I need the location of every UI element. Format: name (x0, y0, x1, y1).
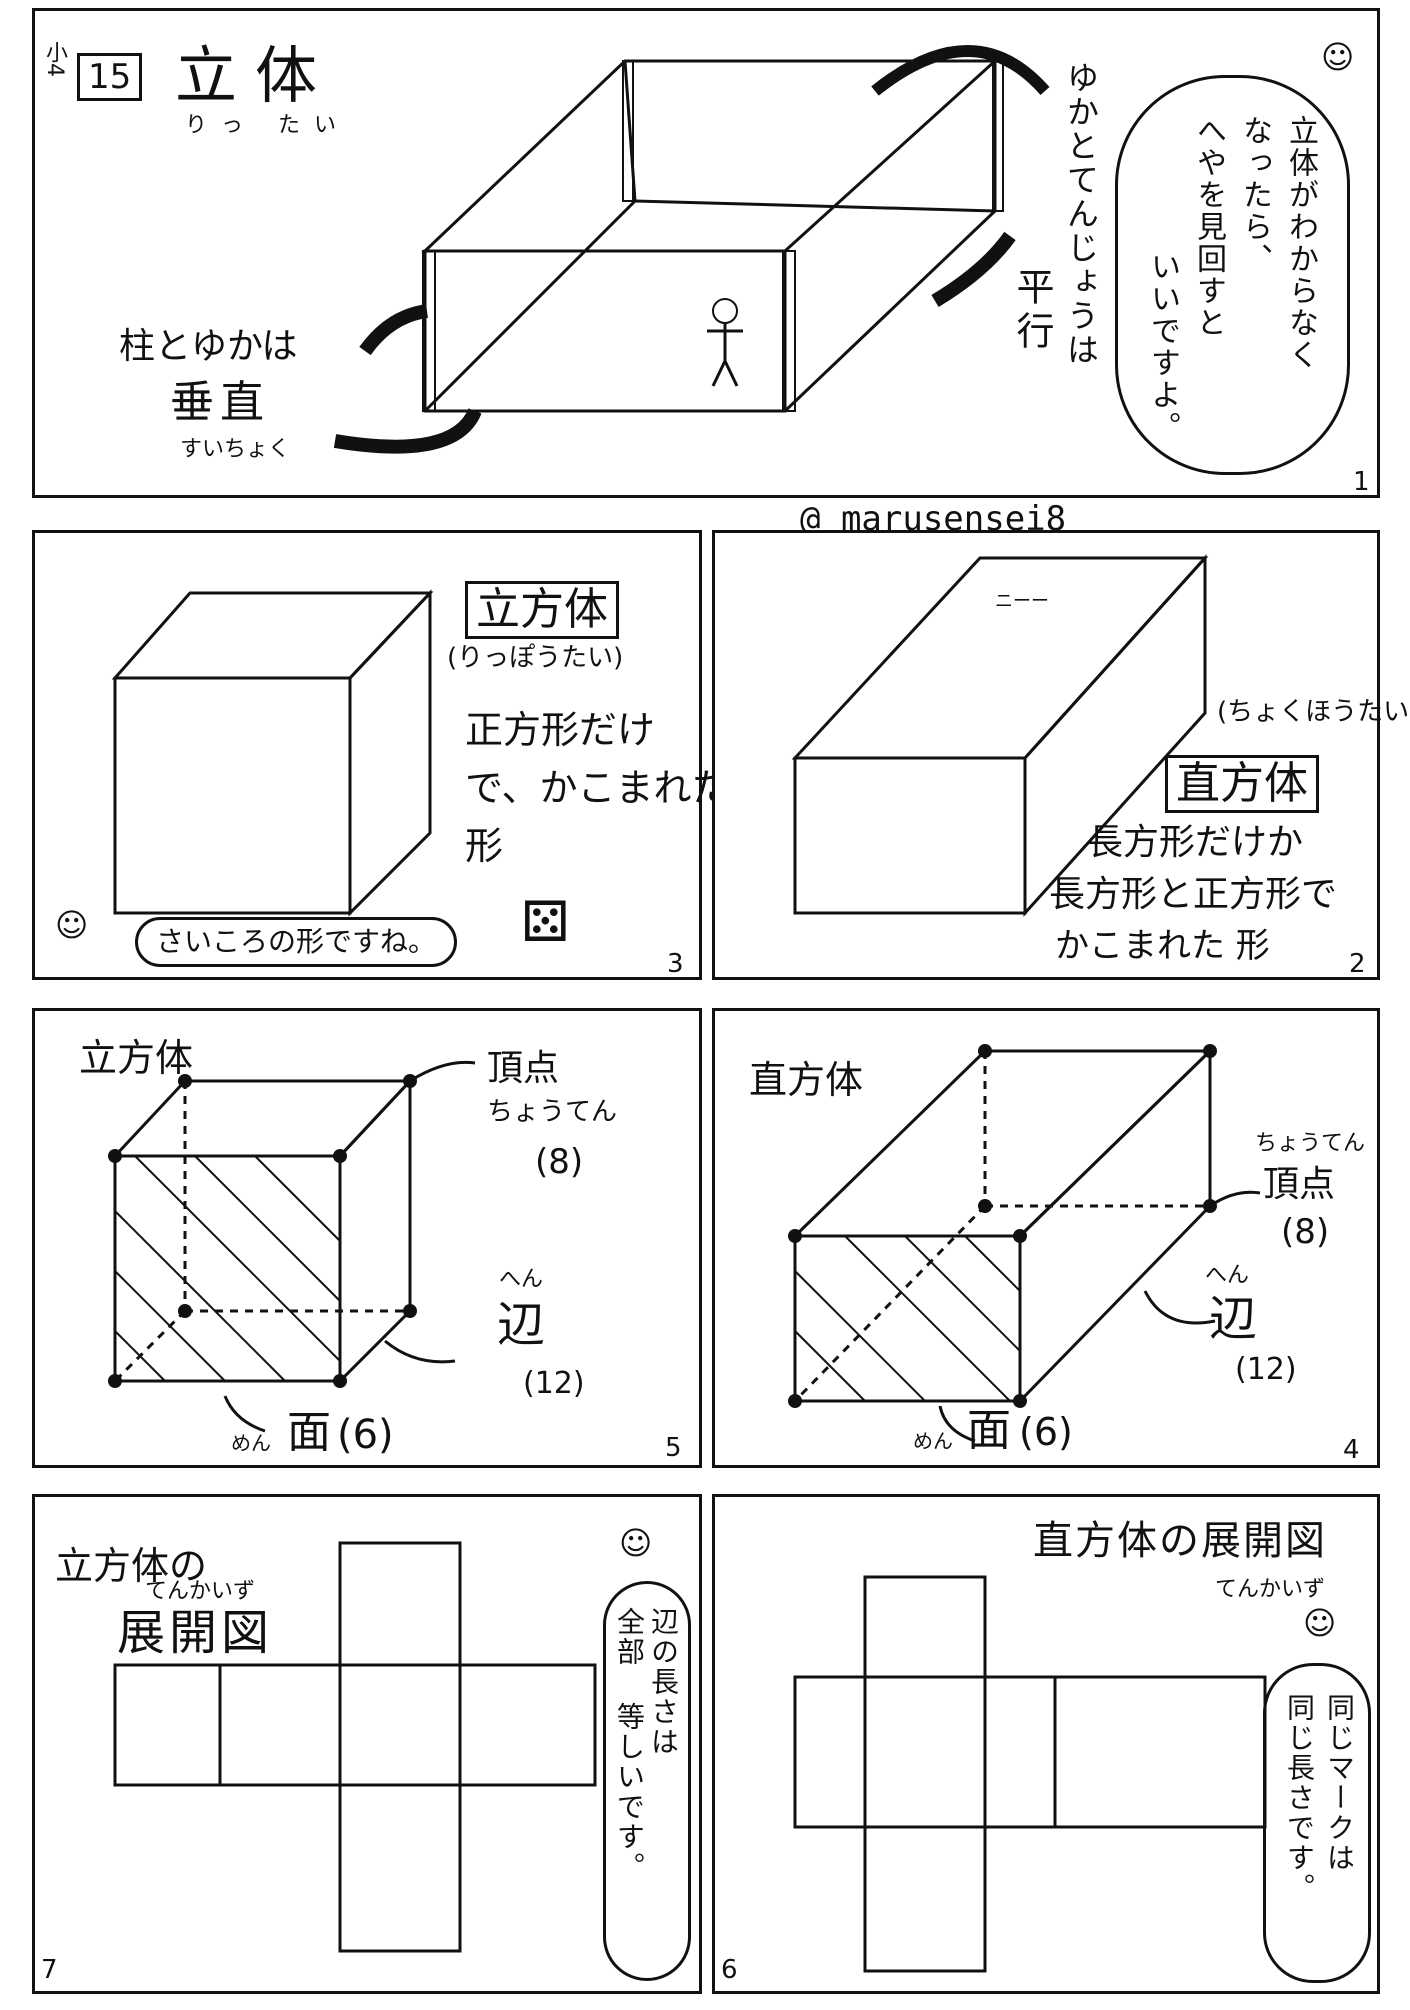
cuboid-reading: (ちょくほうたい) (1217, 697, 1410, 727)
speech-line-2: 全部 等しいです。 (613, 1607, 646, 1882)
vertex-count: (8) (1281, 1212, 1330, 1252)
speech-line-2: 同じ長さです。 (1283, 1693, 1316, 1903)
panel-1: 小4 15 立体 りっ たい 柱とゆかは 垂直 すいちょく ゆかとてんじょうは … (32, 8, 1380, 498)
grade-label: 小4 (42, 41, 67, 77)
cuboid-parts-drawing (788, 1044, 1261, 1443)
edge-label: 辺 (497, 1297, 546, 1353)
face-count: (6) (1019, 1410, 1073, 1454)
panel-7: 立方体の てんかいず 展開図 辺の長さは 全部 等しいです。 ☺ 7 (32, 1494, 702, 1994)
smiley-icon: ☺ (619, 1524, 653, 1562)
smiley-icon: ☺ (55, 906, 89, 944)
panel-number: 2 (1349, 949, 1366, 979)
cube-drawing (111, 589, 434, 917)
room-box-drawing (333, 45, 1050, 454)
lesson-number: 15 (77, 53, 143, 101)
cube-desc-1: 正方形だけ (465, 708, 656, 752)
cube-title: 立方体 (465, 581, 619, 639)
page-title: 立体 (175, 39, 336, 112)
cube-desc-3: 形 (465, 824, 504, 868)
vertex-count: (8) (535, 1142, 584, 1182)
panel-4: 直方体 ちょうてん 頂点 (8) へん 辺 (12) めん 面 (6) 4 (712, 1008, 1380, 1468)
panel-number: 3 (667, 949, 684, 979)
label-parallel: 平行 (1010, 267, 1054, 355)
speech-bubble-1 (1115, 75, 1350, 475)
speech-bubble-3: さいころの形ですね。 (135, 917, 458, 967)
cuboid-net-title: 直方体の展開図 (1033, 1518, 1327, 1564)
face-reading: めん (231, 1431, 271, 1455)
vertex-reading: ちょうてん (487, 1097, 618, 1127)
panel-number: 5 (665, 1433, 682, 1463)
net-title-reading: てんかいず (145, 1579, 256, 1604)
cuboid-net-reading: てんかいず (1215, 1577, 1326, 1602)
panel-number: 6 (721, 1955, 738, 1985)
edge-reading: へん (1205, 1263, 1250, 1288)
smiley-icon: ☺ (1303, 1604, 1337, 1642)
speech-line-2: なったら、 (1237, 115, 1272, 275)
cube-reading: (りっぽうたい) (447, 643, 624, 673)
net-title-line2: 展開図 (117, 1605, 274, 1661)
label-pillar-floor: 柱とゆかは (119, 326, 298, 367)
cuboid-label: 直方体 (749, 1058, 864, 1102)
face-label: 面 (967, 1405, 1011, 1456)
vertex-reading: ちょうてん (1255, 1131, 1366, 1156)
panel-number: 7 (41, 1955, 58, 1985)
speech-line-1: 同じマークは (1323, 1693, 1356, 1873)
cube-label: 立方体 (79, 1036, 194, 1080)
panel-6: 直方体の展開図 てんかいず 同じマークは 同じ長さです。 ☺ 6 (712, 1494, 1380, 1994)
cube-desc-2: で、かこまれた (465, 766, 730, 810)
dice-icon: ⚄ (521, 890, 570, 955)
speech-bubble-7 (603, 1581, 691, 1981)
cuboid-title: 直方体 (1165, 755, 1319, 813)
top-face-marks: ニーー (995, 591, 1049, 612)
edge-reading: へん (499, 1267, 544, 1292)
panel-3: 立方体 (りっぽうたい) 正方形だけ で、かこまれた 形 ☺ さいころの形ですね… (32, 530, 729, 980)
face-count: (6) (337, 1412, 394, 1458)
cuboid-drawing (791, 554, 1209, 917)
panel-number: 4 (1343, 1435, 1360, 1465)
label-floor-ceiling: ゆかとてんじょうは (1062, 61, 1100, 367)
edge-label: 辺 (1209, 1291, 1258, 1347)
panel-5: 立方体 頂点 ちょうてん (8) へん 辺 (12) めん 面 (6) 5 (32, 1008, 702, 1468)
cuboid-desc-2: 長方形と正方形で (1049, 874, 1338, 915)
net-title-line1: 立方体の (55, 1544, 208, 1588)
panel-number: 1 (1353, 467, 1370, 497)
cuboid-desc-1: 長方形だけか (1087, 822, 1304, 863)
speech-line-1: 辺の長さは (647, 1607, 680, 1757)
panel-2: ニーー (ちょくほうたい) 直方体 長方形だけか 長方形と正方形で かこまれた … (712, 530, 1410, 980)
face-reading: めん (913, 1429, 953, 1453)
label-perpendicular: 垂直 (170, 377, 270, 428)
label-perpendicular-reading: すいちょく (180, 437, 291, 462)
speech-bubble-6 (1263, 1663, 1371, 1983)
speech-line-1: 立体がわからなく (1283, 115, 1318, 371)
smiley-icon: ☺ (1321, 38, 1355, 76)
face-label: 面 (287, 1407, 331, 1458)
cube-parts-drawing (108, 1060, 476, 1433)
vertex-label: 頂点 (1263, 1164, 1336, 1205)
speech-line-4: いいですよ。 (1145, 251, 1180, 443)
cube-net-drawing (113, 1541, 597, 1953)
cuboid-desc-3: かこまれた 形 (1055, 926, 1270, 966)
title-reading: りっ たい (185, 113, 350, 138)
edge-count: (12) (523, 1366, 585, 1401)
vertex-label: 頂点 (487, 1048, 560, 1089)
speech-line-3: へやを見回すと (1191, 115, 1226, 339)
edge-count: (12) (1235, 1352, 1297, 1387)
